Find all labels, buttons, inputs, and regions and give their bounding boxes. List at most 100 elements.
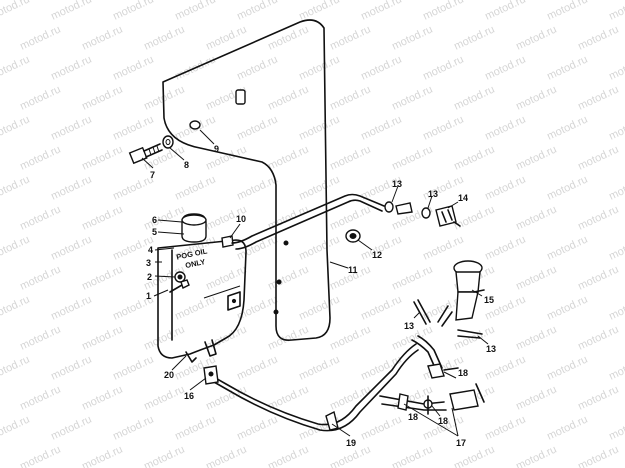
watermark-text: motod.ru: [545, 173, 589, 202]
watermark-text: motod.ru: [0, 0, 32, 23]
watermark-text: motod.ru: [328, 323, 372, 352]
watermark-text: motod.ru: [49, 353, 93, 382]
callout-10: 10: [236, 214, 246, 224]
watermark-text: motod.ru: [483, 113, 527, 142]
watermark-text: motod.ru: [390, 83, 434, 112]
washer-part: [162, 135, 174, 149]
callout-4: 4: [148, 245, 153, 255]
watermark-text: motod.ru: [0, 83, 1, 112]
watermark-text: motod.ru: [483, 413, 527, 442]
watermark-text: motod.ru: [297, 173, 341, 202]
watermark-text: motod.ru: [235, 53, 279, 82]
watermark-text: motod.ru: [297, 233, 341, 262]
watermark-text: motod.ru: [328, 23, 372, 52]
watermark-text: motod.ru: [18, 83, 62, 112]
watermark-text: motod.ru: [204, 23, 248, 52]
mounting-panel: [162, 19, 331, 342]
watermark-text: motod.ru: [545, 53, 589, 82]
watermark-text: motod.ru: [545, 0, 589, 23]
watermark-text: motod.ru: [328, 383, 372, 412]
watermark-text: motod.ru: [359, 0, 403, 23]
watermark-text: motod.ru: [514, 323, 558, 352]
watermark-text: motod.ru: [390, 143, 434, 172]
watermark-text: motod.ru: [235, 173, 279, 202]
watermark-text: motod.ru: [235, 113, 279, 142]
callout-14: 14: [458, 193, 468, 203]
callout-16: 16: [184, 391, 194, 401]
watermark-text: motod.ru: [576, 203, 620, 232]
watermark-text: motod.ru: [545, 113, 589, 142]
watermark-text: motod.ru: [204, 263, 248, 292]
watermark-text: motod.ru: [359, 53, 403, 82]
leader-lines: [141, 129, 489, 437]
watermark-text: motod.ru: [359, 293, 403, 322]
watermark-text: motod.ru: [0, 233, 32, 262]
hose-clamp: [421, 207, 431, 219]
watermark-text: motod.ru: [0, 263, 1, 292]
watermark-text: motod.ru: [421, 0, 465, 23]
watermark-text: motod.ru: [576, 23, 620, 52]
watermark-text: motod.ru: [18, 323, 62, 352]
pump-fitting: [449, 389, 479, 411]
watermark-text: motod.ru: [514, 23, 558, 52]
watermark-text: motod.ru: [483, 0, 527, 23]
watermark-text: motod.ru: [607, 113, 625, 142]
watermark-text: motod.ru: [80, 383, 124, 412]
callout-15: 15: [484, 295, 494, 305]
watermark-text: motod.ru: [545, 293, 589, 322]
watermark-text: motod.ru: [235, 353, 279, 382]
connector: [395, 202, 413, 215]
callout-3: 3: [146, 258, 151, 268]
watermark-text: motod.ru: [266, 443, 310, 468]
watermark-text: motod.ru: [266, 323, 310, 352]
hose-clamp: [397, 393, 409, 411]
watermark-text: motod.ru: [607, 413, 625, 442]
watermark-text: motod.ru: [142, 143, 186, 172]
watermark-text: motod.ru: [0, 323, 1, 352]
watermark-text: motod.ru: [297, 113, 341, 142]
tank-screw: [169, 284, 183, 293]
watermark-text: motod.ru: [111, 353, 155, 382]
watermark-text: motod.ru: [390, 263, 434, 292]
watermark-text: motod.ru: [483, 353, 527, 382]
watermark-text: motod.ru: [173, 293, 217, 322]
callout-18-c: 18: [408, 412, 418, 422]
watermark-text: motod.ru: [80, 143, 124, 172]
callout-12: 12: [372, 250, 382, 260]
oil-pump: [437, 260, 485, 327]
watermark-text: motod.ru: [297, 353, 341, 382]
watermark-text: motod.ru: [452, 23, 496, 52]
watermark-text: motod.ru: [80, 203, 124, 232]
watermark-text: motod.ru: [80, 23, 124, 52]
vent-line: [231, 193, 385, 244]
watermark-text: motod.ru: [0, 173, 32, 202]
watermark-text: motod.ru: [235, 293, 279, 322]
watermark-text: motod.ru: [607, 53, 625, 82]
panel-hole: [283, 240, 289, 246]
watermark-text: motod.ru: [514, 143, 558, 172]
watermark-text: motod.ru: [266, 143, 310, 172]
watermark-text: motod.ru: [111, 0, 155, 23]
watermark-text: motod.ru: [421, 53, 465, 82]
watermark-text: motod.ru: [0, 113, 32, 142]
watermark-text: motod.ru: [421, 233, 465, 262]
watermark-text: motod.ru: [49, 173, 93, 202]
watermark-text: motod.ru: [452, 83, 496, 112]
panel-hole: [273, 309, 279, 315]
watermark-text: motod.ru: [390, 23, 434, 52]
watermark-text: motod.ru: [49, 413, 93, 442]
watermark-text: motod.ru: [173, 0, 217, 23]
watermark-text: motod.ru: [576, 263, 620, 292]
watermark-text: motod.ru: [18, 23, 62, 52]
watermark-text: motod.ru: [80, 83, 124, 112]
callout-11: 11: [348, 265, 358, 275]
watermark-text: motod.ru: [576, 323, 620, 352]
watermark-text: motod.ru: [514, 443, 558, 468]
watermark-text: motod.ru: [328, 83, 372, 112]
watermark-text: motod.ru: [18, 443, 62, 468]
watermark-text: motod.ru: [576, 83, 620, 112]
watermark-text: motod.ru: [0, 293, 32, 322]
small-hose: [457, 329, 483, 335]
watermark-text: motod.ru: [514, 83, 558, 112]
